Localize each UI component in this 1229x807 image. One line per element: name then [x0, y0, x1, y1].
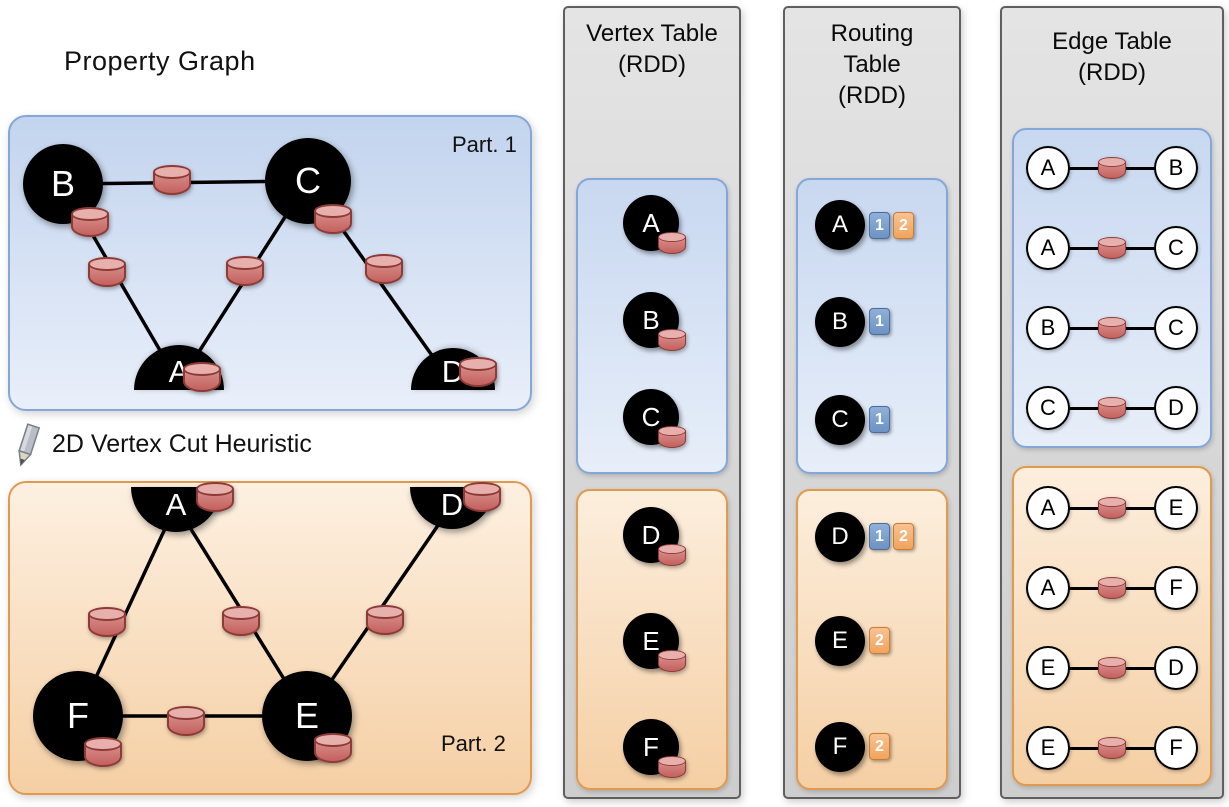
edge-dst-vertex: B [1154, 146, 1198, 190]
routing-entry-d: D [815, 512, 865, 562]
edge-row-a-b: A B [1026, 146, 1198, 190]
property-cylinder-icon [1098, 237, 1126, 259]
property-graph-title: Property Graph [64, 46, 256, 76]
edge-dst-vertex: F [1154, 726, 1198, 770]
pencil-icon [18, 423, 41, 467]
edge-table-title: Edge Table (RDD) [1000, 26, 1224, 88]
property-cylinder-icon [366, 605, 404, 635]
vertex-table-entry-e: E [623, 613, 679, 669]
edge-row-c-d: C D [1026, 386, 1198, 430]
vertex-table-title-line2: (RDD) [618, 51, 686, 79]
edge-dst-vertex: C [1154, 226, 1198, 270]
property-cylinder-icon [658, 426, 686, 448]
vertex-cut-heuristic-label: 2D Vertex Cut Heuristic [52, 430, 312, 458]
property-cylinder-icon [658, 650, 686, 672]
edge-src-vertex: B [1026, 306, 1070, 350]
property-cylinder-icon [1098, 157, 1126, 179]
edge-table-title-line1: Edge Table [1052, 28, 1172, 55]
property-cylinder-icon [314, 204, 352, 234]
routing-entry-b: B [815, 297, 865, 347]
edge-dst-vertex: D [1154, 386, 1198, 430]
edge-row-b-c: B C [1026, 306, 1198, 350]
property-cylinder-icon [1098, 497, 1126, 519]
edge-src-vertex: A [1026, 486, 1070, 530]
partition-badge: 1 [869, 523, 890, 550]
partition-badge: 2 [869, 627, 890, 654]
edge-dst-vertex: C [1154, 306, 1198, 350]
routing-entry-c: C [815, 395, 865, 445]
routing-entry-a: A [815, 200, 865, 250]
edge-dst-vertex: F [1154, 566, 1198, 610]
routing-table-title-line3: (RDD) [838, 82, 906, 110]
property-cylinder-icon [459, 357, 497, 387]
routing-table-title: Routing Table (RDD) [783, 18, 961, 112]
property-cylinder-icon [153, 165, 191, 195]
edge-src-vertex: A [1026, 566, 1070, 610]
property-cylinder-icon [1098, 317, 1126, 339]
routing-table-title-line1: Routing [830, 20, 914, 47]
property-cylinder-icon [88, 257, 126, 287]
property-cylinder-icon [88, 607, 126, 637]
property-cylinder-icon [167, 706, 205, 736]
property-cylinder-icon [196, 482, 234, 512]
property-cylinder-icon [463, 482, 501, 512]
property-cylinder-icon [1098, 657, 1126, 679]
edge-dst-vertex: D [1154, 646, 1198, 690]
partition-badge: 2 [893, 523, 914, 550]
edge-table-title-line2: (RDD) [1078, 59, 1146, 87]
property-cylinder-icon [314, 733, 352, 763]
edge-row-e-d: E D [1026, 646, 1198, 690]
vertex-table-entry-f: F [623, 719, 679, 775]
routing-entry-f: F [815, 722, 865, 772]
vertex-table-entry-d: D [623, 507, 679, 563]
property-cylinder-icon [658, 544, 686, 566]
property-cylinder-icon [658, 756, 686, 778]
partition-badge: 1 [869, 308, 890, 335]
edge-src-vertex: A [1026, 226, 1070, 270]
property-cylinder-icon [1098, 397, 1126, 419]
property-cylinder-icon [183, 362, 221, 392]
property-cylinder-icon [658, 232, 686, 254]
property-cylinder-icon [365, 254, 403, 284]
edge-row-a-c: A C [1026, 226, 1198, 270]
property-cylinder-icon [658, 329, 686, 351]
property-cylinder-icon [222, 606, 260, 636]
vertex-table-title-line1: Vertex Table [586, 20, 718, 47]
property-cylinder-icon [226, 256, 264, 286]
edge-src-vertex: C [1026, 386, 1070, 430]
partition-badge: 1 [869, 212, 890, 239]
vertex-table-title: Vertex Table (RDD) [563, 18, 741, 80]
edge-src-vertex: E [1026, 646, 1070, 690]
property-cylinder-icon [1098, 577, 1126, 599]
edge-row-a-e: A E [1026, 486, 1198, 530]
vertex-table-entry-c: C [623, 389, 679, 445]
routing-entry-e: E [815, 616, 865, 666]
edge-row-e-f: E F [1026, 726, 1198, 770]
property-cylinder-icon [84, 737, 122, 767]
partition-badge: 2 [893, 212, 914, 239]
routing-table-title-line2: Table [843, 51, 901, 79]
partition-2-label: Part. 2 [441, 731, 506, 756]
edge-src-vertex: A [1026, 146, 1070, 190]
partition-badge: 1 [869, 406, 890, 433]
edge-row-a-f: A F [1026, 566, 1198, 610]
property-cylinder-icon [1098, 737, 1126, 759]
edge-src-vertex: E [1026, 726, 1070, 770]
edge-dst-vertex: E [1154, 486, 1198, 530]
partition-1-label: Part. 1 [452, 132, 517, 157]
property-cylinder-icon [71, 207, 109, 237]
partition-badge: 2 [869, 733, 890, 760]
